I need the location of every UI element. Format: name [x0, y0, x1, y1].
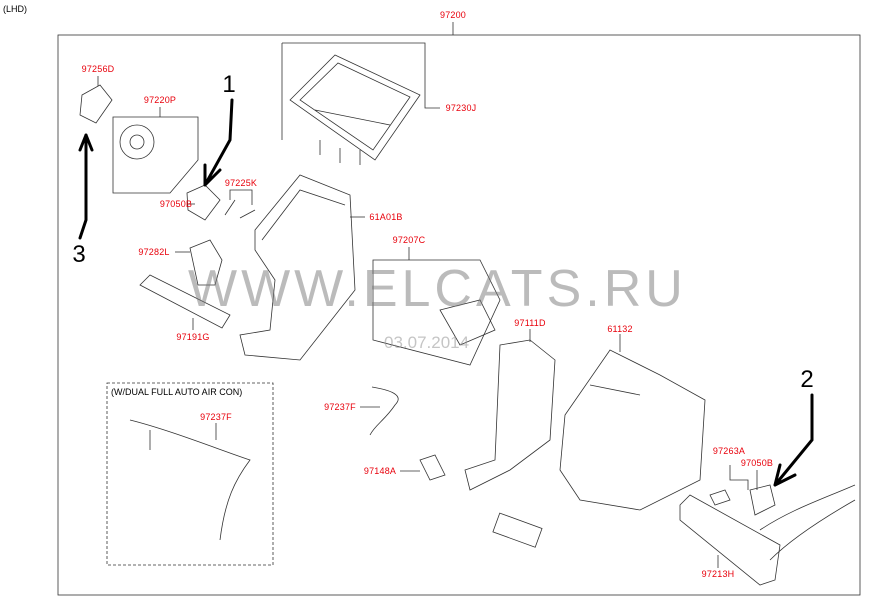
part-97282l [189, 239, 223, 286]
part-61132 [559, 349, 706, 511]
part-label-97207c[interactable]: 97207C [392, 235, 426, 245]
part-label-97282l[interactable]: 97282L [138, 247, 170, 257]
part-97237f-inset [129, 419, 251, 541]
part-97111d [464, 339, 556, 491]
arrow-3 [78, 133, 94, 240]
part-97207c [439, 299, 496, 346]
part-97263a [709, 489, 731, 506]
part-97256d [79, 84, 113, 124]
part-97230j [289, 54, 421, 161]
watermark-date: 03.07.2014 [384, 333, 470, 352]
callout-3: 3 [72, 241, 86, 268]
part-label-97050b[interactable]: 97050B [159, 199, 193, 209]
part-97191g [139, 274, 231, 329]
part-label-97263a[interactable]: 97263A [712, 446, 746, 456]
part-label-97213h[interactable]: 97213H [701, 569, 735, 579]
part-label-97237f[interactable]: 97237F [324, 402, 356, 412]
inset-frame [106, 382, 274, 566]
part-97237f [369, 386, 399, 436]
part-97148a [419, 454, 446, 481]
part-97050b-right [749, 484, 776, 516]
assembly-frame [57, 34, 861, 596]
part-label-97111d[interactable]: 97111D [514, 318, 546, 328]
part-label-97225k[interactable]: 97225K [224, 178, 258, 188]
callout-2: 2 [800, 366, 814, 393]
part-97220p [119, 124, 155, 160]
part-61a01b [239, 174, 356, 361]
part-label-61132[interactable]: 61132 [607, 324, 633, 334]
part-label-97237f-inset[interactable]: 97237F [200, 412, 232, 422]
part-duct [492, 512, 543, 548]
part-97225k [224, 199, 256, 219]
part-label-97220p[interactable]: 97220P [143, 95, 177, 105]
part-label-97230j[interactable]: 97230J [445, 103, 477, 113]
part-97050b-left [186, 184, 221, 221]
part-label-97148a[interactable]: 97148A [363, 466, 397, 476]
watermark-site: WWW.ELCATS.RU [188, 260, 687, 318]
part-label-97191g[interactable]: 97191G [176, 332, 210, 342]
part-label-61a01b[interactable]: 61A01B [369, 212, 403, 222]
arrow-2 [773, 393, 814, 487]
assembly-number[interactable]: 97200 [439, 10, 467, 20]
inset-title: (W/DUAL FULL AUTO AIR CON) [111, 387, 243, 397]
variant-label: (LHD) [3, 4, 27, 14]
part-label-97050b-right[interactable]: 97050B [740, 458, 774, 468]
callout-1: 1 [222, 71, 236, 98]
arrow-1 [203, 98, 234, 187]
part-label-97256d[interactable]: 97256D [81, 64, 115, 74]
part-97213h [679, 494, 781, 586]
